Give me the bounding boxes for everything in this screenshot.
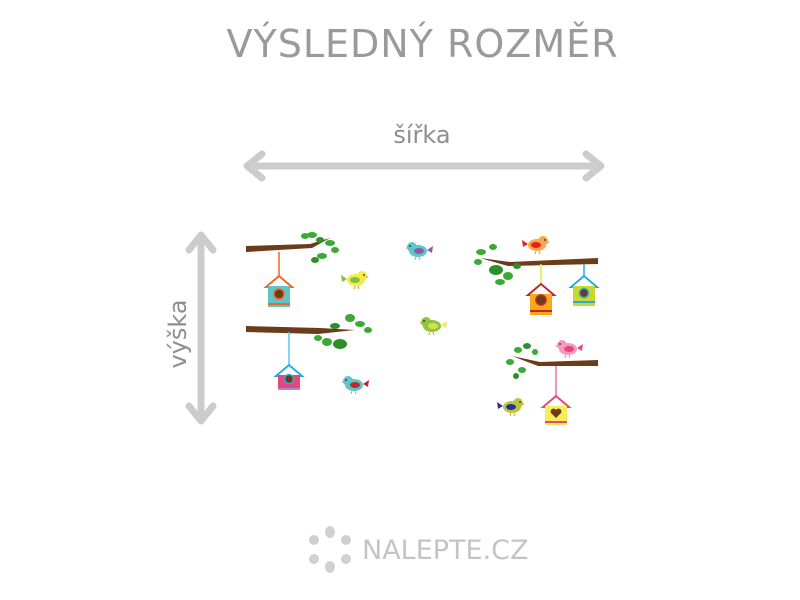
bird-green (419, 317, 447, 336)
birdhouse-orange (525, 264, 557, 315)
branch-bottom-left (246, 314, 372, 349)
logo-text: NALEPTE.CZ (362, 535, 529, 566)
width-label: šířka (393, 121, 451, 149)
heart-icon (550, 408, 562, 418)
bird-olive (497, 398, 525, 417)
height-arrow (185, 231, 217, 425)
page-title: VÝSLEDNÝ ROZMĚR (226, 22, 619, 66)
birdhouse-lime (568, 264, 600, 306)
width-arrow (243, 150, 605, 182)
logo-icon (309, 526, 351, 573)
bird-orange (522, 236, 550, 255)
branch-bottom-right (506, 343, 598, 379)
birdhouse-pink (273, 332, 305, 390)
birdhouse-yellow-heart (540, 366, 572, 425)
bird-teal (405, 242, 433, 261)
branch-top-left (246, 232, 339, 263)
bird-yellow (341, 271, 369, 290)
branch-top-right (474, 244, 598, 285)
birdhouse-teal (263, 252, 295, 307)
bird-teal-red (341, 376, 369, 395)
bird-pink (555, 340, 583, 359)
